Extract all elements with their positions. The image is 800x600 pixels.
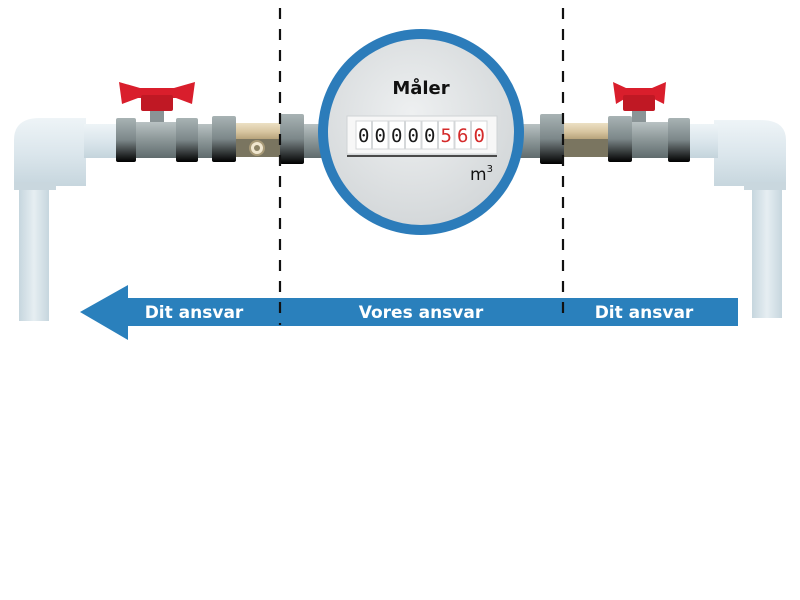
- right-pipe-run: [520, 114, 718, 164]
- left-pipe-run: [84, 114, 324, 164]
- meter-title: Måler: [392, 77, 449, 99]
- left-elbow-pipe: [14, 118, 86, 321]
- digit-cell: [471, 120, 488, 150]
- arrow-shape: [80, 285, 738, 340]
- ball-valve-icon: [119, 82, 195, 104]
- unit-label: m3: [470, 164, 493, 185]
- digit-cell: [421, 120, 438, 150]
- counter-digit: 0: [424, 125, 435, 147]
- digit-cell: [454, 120, 471, 150]
- digit-cell: [388, 120, 405, 150]
- label-center-responsibility: Vores ansvar: [359, 303, 484, 323]
- label-left-responsibility: Dit ansvar: [145, 303, 244, 323]
- left-valve-handle: [119, 82, 195, 122]
- label-right-responsibility: Dit ansvar: [595, 303, 694, 323]
- right-valve-handle: [613, 82, 666, 122]
- digit-cell: [355, 120, 372, 150]
- responsibility-arrow: [80, 285, 738, 340]
- digit-cell: [372, 120, 389, 150]
- counter-digit: 5: [441, 125, 452, 147]
- counter-digit: 0: [408, 125, 419, 147]
- counter-digit: 0: [474, 125, 485, 147]
- counter-digit: 0: [358, 125, 369, 147]
- digit-cell: [438, 120, 455, 150]
- right-elbow-pipe: [714, 120, 786, 318]
- ball-valve-icon: [613, 82, 666, 104]
- counter-digit: 6: [457, 125, 468, 147]
- counter-digit: 0: [391, 125, 402, 147]
- digit-cell: [405, 120, 422, 150]
- counter-digit: 0: [375, 125, 386, 147]
